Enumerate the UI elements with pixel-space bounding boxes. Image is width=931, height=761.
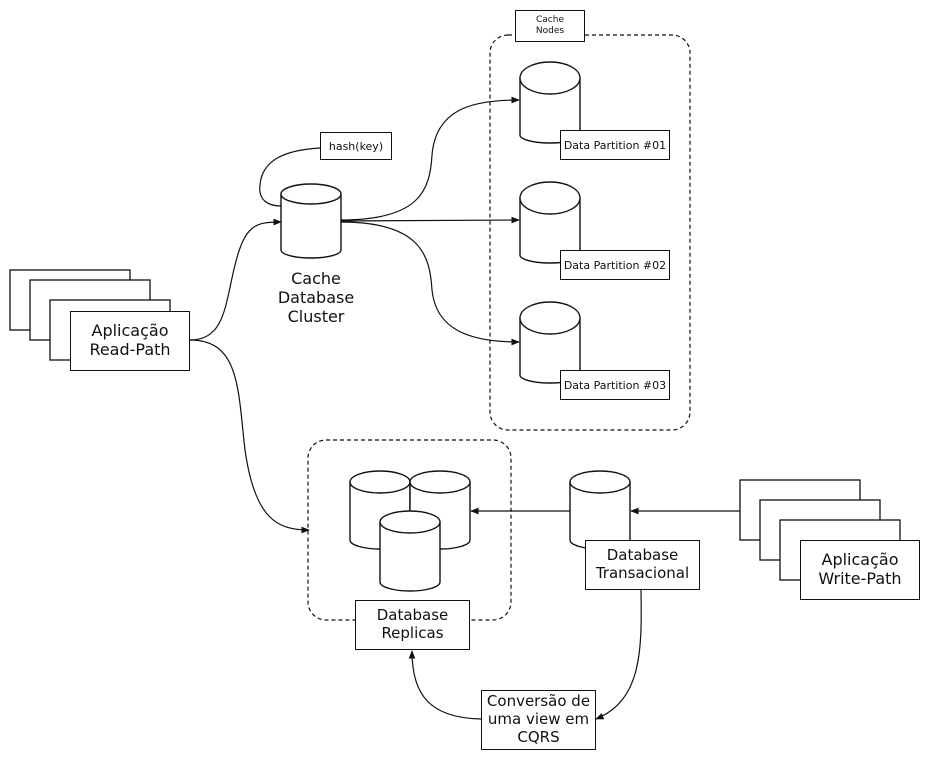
cqrs-label: Conversão de uma view em CQRS xyxy=(486,692,591,746)
cache-to-partition-03-arrow xyxy=(340,221,520,346)
transactional-label: Database Transacional xyxy=(595,546,690,582)
partition-02-label: Data Partition #02 xyxy=(563,258,667,272)
cache-nodes-container xyxy=(489,34,691,431)
partition-01-cylinder xyxy=(519,61,581,144)
partition-03-label: Data Partition #03 xyxy=(563,378,667,392)
cqrs-to-replicas-arrow xyxy=(408,650,482,720)
cqrs-label-box: Conversão de uma view em CQRS xyxy=(481,690,596,750)
read-to-cache-arrow xyxy=(189,218,282,341)
read-to-replicas-arrow xyxy=(189,339,310,534)
write-app-box: Aplicação Write-Path xyxy=(800,540,920,600)
partition-01-label-box: Data Partition #01 xyxy=(560,130,670,160)
read-app-box: Aplicação Read-Path xyxy=(70,311,190,371)
replicas-label: Database Replicas xyxy=(376,606,449,642)
transactional-label-box: Database Transacional xyxy=(585,540,700,590)
write-app-label: Aplicação Write-Path xyxy=(818,550,902,588)
hash-note: hash(key) xyxy=(320,132,392,160)
partition-01-label: Data Partition #01 xyxy=(563,138,667,152)
partition-03-label-box: Data Partition #03 xyxy=(560,370,670,400)
hash-connector xyxy=(259,147,321,207)
cache-to-partition-01-arrow xyxy=(340,96,520,221)
cache-to-partition-02-arrow xyxy=(340,216,520,224)
cache-nodes-title: Cache Nodes xyxy=(535,15,565,36)
replica-cylinder-front xyxy=(379,510,441,592)
transactional-to-cqrs-arrow xyxy=(595,589,642,720)
partition-02-label-box: Data Partition #02 xyxy=(560,250,670,280)
transactional-cylinder xyxy=(569,470,631,550)
replicas-label-box: Database Replicas xyxy=(355,600,470,650)
cache-nodes-title-box: Cache Nodes xyxy=(515,10,585,42)
read-app-label: Aplicação Read-Path xyxy=(89,321,171,359)
hash-note-label: hash(key) xyxy=(328,139,384,153)
cache-cluster-cylinder xyxy=(280,183,342,259)
cache-cluster-label: Cache Database Cluster xyxy=(277,269,355,326)
